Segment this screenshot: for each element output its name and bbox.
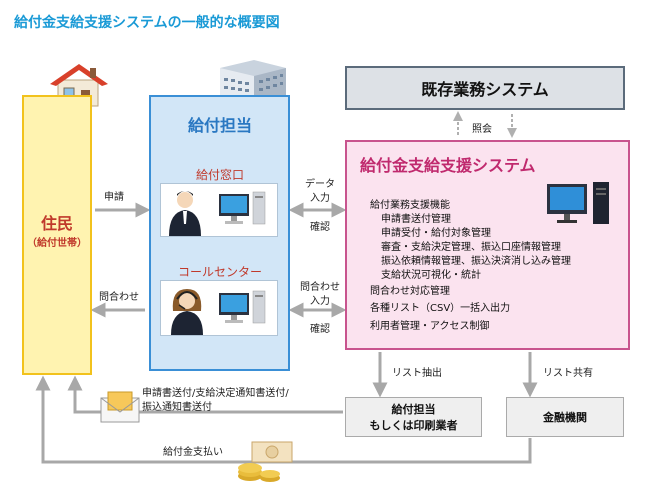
call-center-panel xyxy=(160,280,278,336)
operator-with-headset-icon xyxy=(171,289,266,335)
data-entry-label-line1: データ xyxy=(305,179,335,190)
window-label: 給付窓口 xyxy=(195,168,244,182)
diagram-title: 給付金支給支援システムの一般的な概要図 xyxy=(14,15,280,31)
support-system-box xyxy=(345,140,630,350)
data-entry-label-line2: 入力 xyxy=(310,193,330,204)
office-building-icon xyxy=(220,60,286,98)
resident-subtitle: （給付世帯） xyxy=(27,238,87,249)
function-item: 申請受付・給付対象管理 xyxy=(381,228,491,239)
function-item: 申請書送付管理 xyxy=(381,214,451,225)
function-item: 各種リスト（CSV）一括入出力 xyxy=(370,303,511,314)
apply-label: 申請 xyxy=(104,192,124,203)
businessman-at-computer-icon xyxy=(169,191,266,236)
mail-label-line2: 振込通知書送付 xyxy=(142,402,212,413)
envelope-icon xyxy=(100,391,140,423)
support-system-title: 給付金支給支援システム xyxy=(360,156,536,175)
function-item: 問合わせ対応管理 xyxy=(370,286,450,297)
resident-title: 住民 xyxy=(40,214,73,233)
call-center-label: コールセンター xyxy=(177,265,262,279)
payment-label: 給付金支払い xyxy=(163,447,223,458)
inquiry-entry-label-line2: 入力 xyxy=(310,296,330,307)
printer-label-line1: 給付担当 xyxy=(391,403,436,416)
inquiry-label: 問合わせ xyxy=(99,292,139,303)
existing-system-title: 既存業務システム xyxy=(421,80,549,99)
function-item: 審査・支給決定管理、振込口座情報管理 xyxy=(381,242,561,253)
list-share-label: リスト共有 xyxy=(543,368,593,379)
desktop-computer-icon xyxy=(547,182,609,224)
money-icon xyxy=(238,441,293,482)
inquiry-entry-label-line1: 問合わせ xyxy=(300,282,340,293)
function-item: 支給状況可視化・統計 xyxy=(381,270,481,281)
list-extract-label: リスト抽出 xyxy=(392,368,442,379)
mail-label-line1: 申請書送付/支給決定通知書送付/ xyxy=(142,388,289,399)
window-panel xyxy=(160,183,278,237)
confirm-label-1: 確認 xyxy=(310,222,330,233)
confirm-label-2: 確認 xyxy=(310,324,330,335)
reference-label: 照会 xyxy=(472,124,492,135)
arrow-mail xyxy=(67,375,343,414)
function-item: 振込依頼情報管理、振込決済消し込み管理 xyxy=(381,256,571,267)
function-item: 給付業務支援機能 xyxy=(370,200,450,211)
staff-title: 給付担当 xyxy=(187,116,252,135)
printer-label-line2: もしくは印刷業者 xyxy=(369,419,458,432)
function-item: 利用者管理・アクセス制御 xyxy=(370,321,490,332)
bank-label: 金融機関 xyxy=(543,411,587,424)
bank-box xyxy=(506,397,624,437)
printer-box xyxy=(345,397,482,437)
resident-box xyxy=(22,95,92,375)
existing-system-box xyxy=(345,66,625,110)
